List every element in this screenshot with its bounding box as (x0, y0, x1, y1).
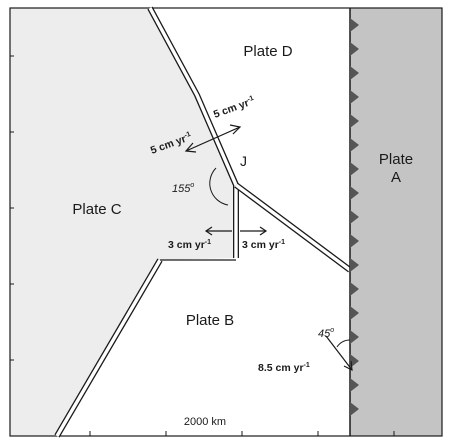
map-frame (9, 7, 443, 437)
transform-arrowhead-right (259, 226, 268, 236)
degree-symbol: o (330, 327, 334, 334)
trench-tooth (350, 234, 359, 248)
velocity-exponent: -1 (183, 131, 191, 140)
bottom-frame-ticks (89, 431, 395, 436)
subduction-arrow (325, 335, 353, 371)
trench-tooth (350, 66, 359, 80)
angle-arc-45 (336, 339, 351, 348)
ridge-arrowhead-left (184, 142, 197, 153)
trench-tooth (350, 330, 359, 344)
ridge-bd-diagonal-core (234, 183, 352, 272)
velocity-exponent: -1 (304, 362, 310, 369)
trench-tooth (350, 138, 359, 152)
trench-tooth (350, 162, 359, 176)
scale-label: 2000 km (184, 416, 226, 428)
trench-tooth (350, 258, 359, 272)
velocity-arrows (184, 124, 353, 372)
ridge-velocity-right-label: 5 cm yr-1 (212, 95, 257, 121)
plate-a-region (350, 8, 442, 436)
degree-symbol: o (190, 182, 194, 189)
trench-tooth (350, 114, 359, 128)
trench-tooth (350, 282, 359, 296)
trench-tooth (350, 210, 359, 224)
velocity-value: 5 cm yr (212, 97, 251, 121)
angle-value: 45 (318, 328, 331, 340)
ridge-cd-upper-core (148, 7, 238, 186)
triple-junction-angle-label: 155o (172, 182, 194, 195)
transform-velocity-right-label: 3 cm yr-1 (242, 239, 285, 251)
trench-tooth (350, 306, 359, 320)
velocity-exponent: -1 (246, 95, 254, 104)
plate-b-label: Plate B (186, 312, 234, 329)
trench-tooth (350, 90, 359, 104)
trench-tooth (350, 378, 359, 392)
trench-tooth (350, 354, 359, 368)
ridge-spreading-arrow (185, 126, 241, 152)
subduction-velocity-label: 8.5 cm yr-1 (258, 362, 310, 374)
plate-boundaries (54, 6, 352, 438)
transform-arrowhead-left (204, 226, 213, 236)
plate-a-name-label: Plate (379, 151, 413, 168)
trench-tooth (350, 402, 359, 416)
trench-tooth (350, 42, 359, 56)
trench-tooth (350, 186, 359, 200)
trench-tooth (350, 18, 359, 32)
junction-label: J (240, 153, 247, 169)
angle-value: 155 (172, 183, 191, 195)
transform-velocity-left-label: 3 cm yr-1 (168, 239, 211, 251)
velocity-exponent: -1 (279, 239, 285, 246)
plate-a-letter-label: A (391, 169, 401, 186)
trench-angle-label: 45o (318, 327, 334, 340)
plate-d-label: Plate D (243, 43, 292, 60)
subduction-arrowhead (343, 360, 353, 372)
velocity-value: 3 cm yr (242, 239, 279, 251)
velocity-exponent: -1 (205, 239, 211, 246)
trench-teeth (350, 18, 359, 416)
ridge-arrowhead-right (229, 124, 242, 135)
ridge-bc-lower-core (55, 259, 162, 437)
velocity-value: 3 cm yr (168, 239, 205, 251)
plate-c-region (10, 8, 236, 436)
plate-c-label: Plate C (72, 201, 121, 218)
left-frame-ticks (10, 55, 14, 361)
velocity-value: 8.5 cm yr (258, 362, 304, 374)
angle-arc-155 (209, 167, 229, 206)
